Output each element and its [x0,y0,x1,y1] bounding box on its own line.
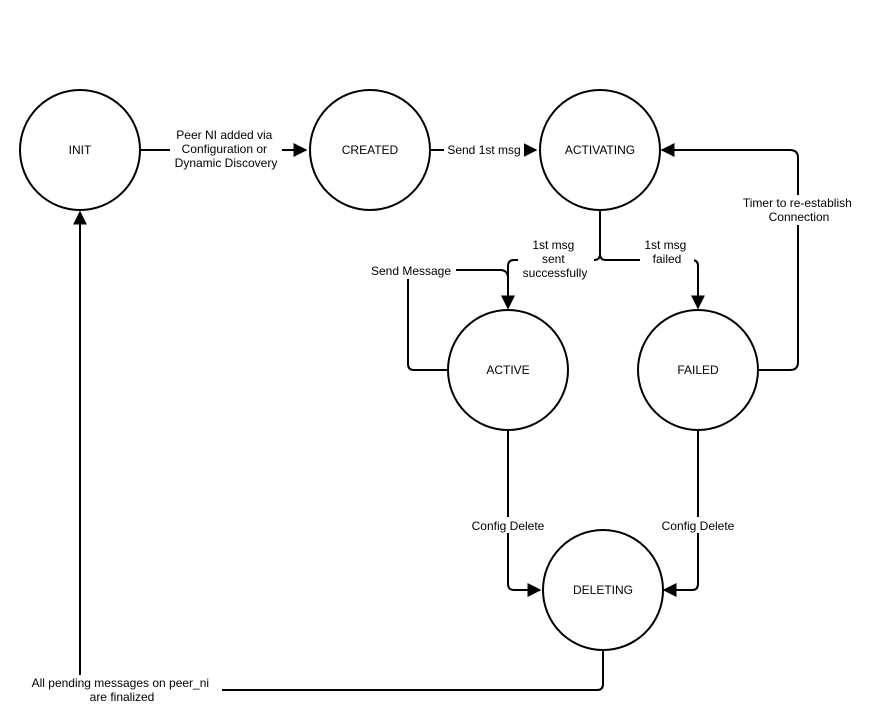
state-label-failed: FAILED [677,363,719,377]
state-activating [539,89,661,211]
states: INIT CREATED ACTIVATING ACTIVE FAILED DE… [19,89,759,651]
label-activating-active: 1st msg sent successfully [523,238,588,280]
label-failed-activating: Timer to re-establish Connection [743,196,855,224]
edge-deleting-init [73,210,604,691]
edge-labels: Peer NI added via Configuration or Dynam… [26,127,860,705]
label-failed-deleting: Config Delete [662,519,735,533]
label-init-created: Peer NI added via Configuration or Dynam… [175,128,278,170]
state-created [309,89,431,211]
state-active [447,309,569,431]
label-active-deleting: Config Delete [472,519,545,533]
label-deleting-init: All pending messages on peer_ni are fina… [32,676,213,704]
state-failed [637,309,759,431]
label-activating-failed: 1st msg failed [644,238,689,266]
edge-failed-activating [660,143,799,371]
state-init [19,89,141,211]
state-deleting [542,529,664,651]
state-label-deleting: DELETING [573,583,633,597]
state-label-active: ACTIVE [486,363,529,377]
label-created-activating: Send 1st msg [447,143,520,157]
edge-failed-deleting [662,430,699,597]
edge-active-deleting [507,430,542,597]
state-label-init: INIT [69,143,92,157]
state-label-activating: ACTIVATING [565,143,635,157]
state-label-created: CREATED [342,143,399,157]
label-active-self: Send Message [371,264,451,278]
